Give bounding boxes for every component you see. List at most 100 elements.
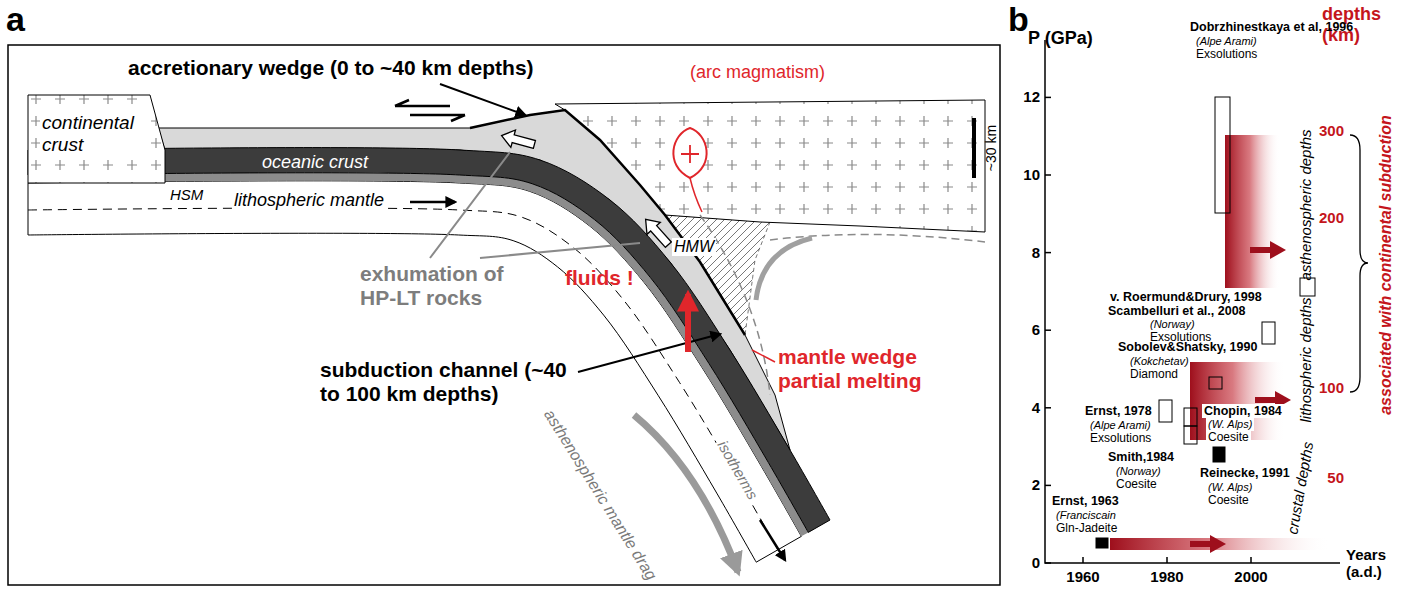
locality: (Alpe Arami) <box>1196 35 1257 48</box>
region-label: mantle wedge partial melting <box>778 345 948 393</box>
locality: (Norway) <box>1150 318 1195 331</box>
shear-half-arrows <box>395 100 465 121</box>
depth-tick-label: 200 <box>1316 209 1344 226</box>
tick-label: 8 <box>1016 244 1040 261</box>
pressure-estimate-box <box>1096 538 1108 548</box>
locality: (Kokchetav) <box>1130 355 1189 368</box>
axis-tick <box>1082 557 1084 563</box>
evidence-type: Gln-Jadeite <box>1056 522 1117 536</box>
exhumation-arrow <box>639 213 675 250</box>
axis-tick <box>1045 252 1051 254</box>
axis-tick <box>1045 174 1051 176</box>
gradient-arrow <box>1255 397 1277 403</box>
magma-diapir <box>673 128 706 178</box>
subduction-cross-section <box>28 84 985 572</box>
region-label: HMW <box>672 238 716 256</box>
curly-brace <box>1350 135 1368 392</box>
axis-tick <box>1250 557 1252 563</box>
region-label: exhumation of HP-LT rocks <box>360 262 535 310</box>
magma-cross <box>681 145 699 163</box>
tick-label: 2 <box>1016 476 1040 493</box>
axis-tick <box>1045 485 1051 487</box>
oceanic-crust-band <box>28 148 830 533</box>
region-label: asthenospheric mantle drag <box>540 406 660 583</box>
region-label: ~30 km <box>983 125 999 171</box>
depth-tick-label: 50 <box>1316 469 1344 486</box>
pressure-estimate-box <box>1209 377 1222 389</box>
lithospheric-mantle-band <box>28 181 801 562</box>
lithosphere-dashed-line <box>28 208 778 550</box>
gradient-arrowhead <box>1270 241 1286 259</box>
magma-stem <box>690 178 702 212</box>
tick-label: 6 <box>1016 321 1040 338</box>
reference-name: Reinecke, 1991 <box>1200 466 1290 480</box>
region-label: subduction channel (~40 to 100 km depths… <box>320 358 570 406</box>
axis-title: P (GPa) <box>1028 28 1093 49</box>
reference-name: Ernst, 1978 <box>1085 404 1152 418</box>
scale-bar <box>972 118 976 178</box>
tick-label: 0 <box>1016 554 1040 571</box>
reference-name: v. Roermund&Drury, 1998 <box>1108 290 1264 304</box>
tick-label: 2000 <box>1231 568 1271 585</box>
reference-name: Scambelluri et al., 2008 <box>1108 304 1246 318</box>
locality: (Alpe Arami) <box>1090 419 1151 432</box>
leader-line <box>430 152 640 258</box>
region-label: (arc magmatism) <box>690 62 825 83</box>
plate-motion-arrow <box>410 201 455 204</box>
fluid-arrow <box>685 294 691 352</box>
reference-name: Smith,1984 <box>1108 450 1174 464</box>
plate-motion-arrow <box>760 520 785 560</box>
continental-crust <box>28 95 165 183</box>
pointer-arrow <box>578 334 720 372</box>
evidence-type: Coesite <box>1116 478 1157 492</box>
axis-title: Years (a.d.) <box>1346 546 1402 581</box>
pointer-arrow <box>440 84 525 115</box>
axis-line <box>1045 40 1340 563</box>
region-label: lithospheric mantle <box>232 190 386 211</box>
region-label: HSM <box>170 186 203 203</box>
pressure-estimate-box <box>1184 408 1197 426</box>
evidence-type: Exsolutions <box>1090 432 1151 446</box>
tick-label: 10 <box>1016 166 1040 183</box>
axis-tick <box>1045 329 1051 331</box>
gradient-arrowhead <box>1210 535 1226 553</box>
depth-gradient-bar <box>1190 362 1285 440</box>
reference-name: Ernst, 1963 <box>1052 494 1119 508</box>
depth-tick-label: 300 <box>1316 122 1344 139</box>
region-label: asthenospheric depths <box>1297 130 1314 281</box>
tick-label: 1980 <box>1147 568 1187 585</box>
locality: (Franciscain <box>1056 509 1116 522</box>
leader-line <box>752 350 775 362</box>
tick-label: 12 <box>1016 88 1040 105</box>
region-label: crustal depths <box>1283 441 1316 536</box>
panel-letter: b <box>1008 0 1029 39</box>
tick-label: 4 <box>1016 399 1040 416</box>
panel-letter: a <box>6 0 25 39</box>
tick-label: 1960 <box>1063 568 1103 585</box>
region-label: associated with continental subduction <box>1377 115 1395 415</box>
panel-frame <box>8 45 1000 585</box>
pressure-estimate-box <box>1215 97 1230 213</box>
axis-tick <box>1166 557 1168 563</box>
axis-tick <box>1045 562 1051 564</box>
pressure-estimate-box <box>1184 426 1197 444</box>
reference-name: Dobrzhinestkaya et al, 1996 <box>1190 20 1353 34</box>
gradient-arrow <box>1190 541 1212 547</box>
exhumation-arrow <box>499 127 537 153</box>
region-label: accretionary wedge (0 to ~40 km depths) <box>128 56 534 80</box>
axis-tick <box>1045 407 1051 409</box>
region-label: oceanic crust <box>262 152 368 173</box>
evidence-type: Diamond <box>1130 368 1178 382</box>
region-label: continental crust <box>40 112 144 156</box>
pressure-time-chart <box>1045 40 1368 563</box>
pressure-estimate-box <box>1300 278 1315 296</box>
reference-name: Chopin, 1984 <box>1202 404 1284 418</box>
pressure-estimate-box <box>1213 447 1225 462</box>
region-label: lithospheric depths <box>1297 297 1314 422</box>
region-label: fluids ! <box>565 266 634 290</box>
reference-name: Sobolev&Shatsky, 1990 <box>1118 340 1257 354</box>
mantle-flow-arc <box>756 238 812 300</box>
gradient-arrow <box>1250 247 1272 253</box>
pressure-estimate-box <box>1262 322 1275 344</box>
locality: (W. Alps) <box>1206 418 1254 431</box>
